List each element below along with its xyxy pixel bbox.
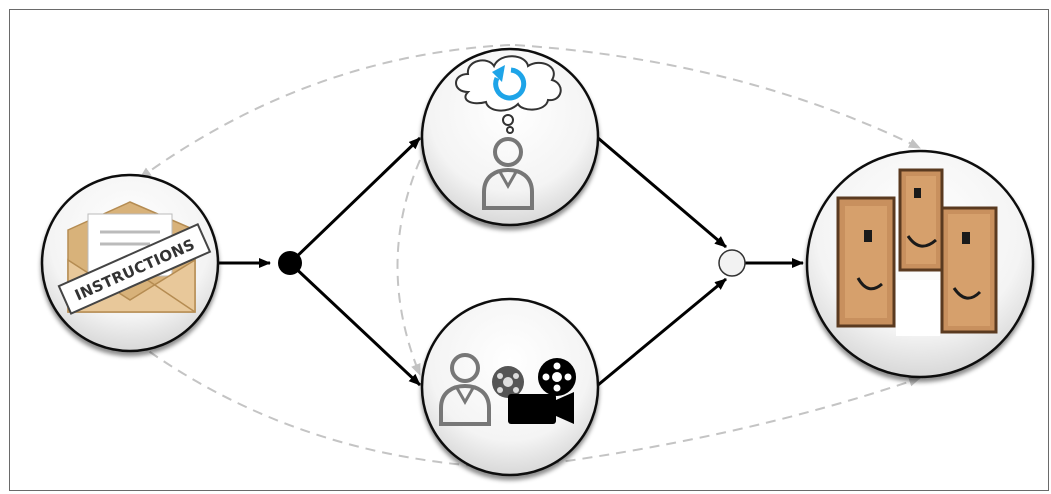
edge-split-to-recording [288, 261, 422, 387]
movie-camera-icon [492, 358, 576, 424]
join-point [718, 249, 746, 277]
dashed-connectors [139, 44, 921, 469]
thought-cloud-icon [455, 55, 562, 134]
dashed-edge-middle [396, 159, 421, 376]
split-point [278, 251, 302, 275]
face-left [836, 196, 896, 328]
node-group [805, 149, 1035, 379]
node-thinking [420, 47, 600, 227]
people-group-icon [836, 168, 998, 336]
dashed-edge-top-left [139, 44, 511, 179]
edge-split-to-thinking [288, 136, 422, 265]
dashed-edge-top-right [514, 44, 921, 149]
solid-connectors [217, 136, 804, 387]
person-icon [482, 137, 534, 210]
node-recording [420, 297, 600, 477]
dashed-edge-bottom-left [139, 344, 511, 469]
node-instructions: INSTRUCTIONS [40, 173, 220, 353]
dashed-edge-bottom-right [514, 376, 921, 469]
edge-recording-to-join [597, 277, 727, 387]
face-right [940, 206, 998, 334]
refresh-icon [492, 65, 527, 101]
face-middle [898, 168, 944, 272]
person-icon [439, 353, 491, 426]
instructions-banner [57, 222, 212, 315]
edge-thinking-to-join [597, 136, 727, 249]
